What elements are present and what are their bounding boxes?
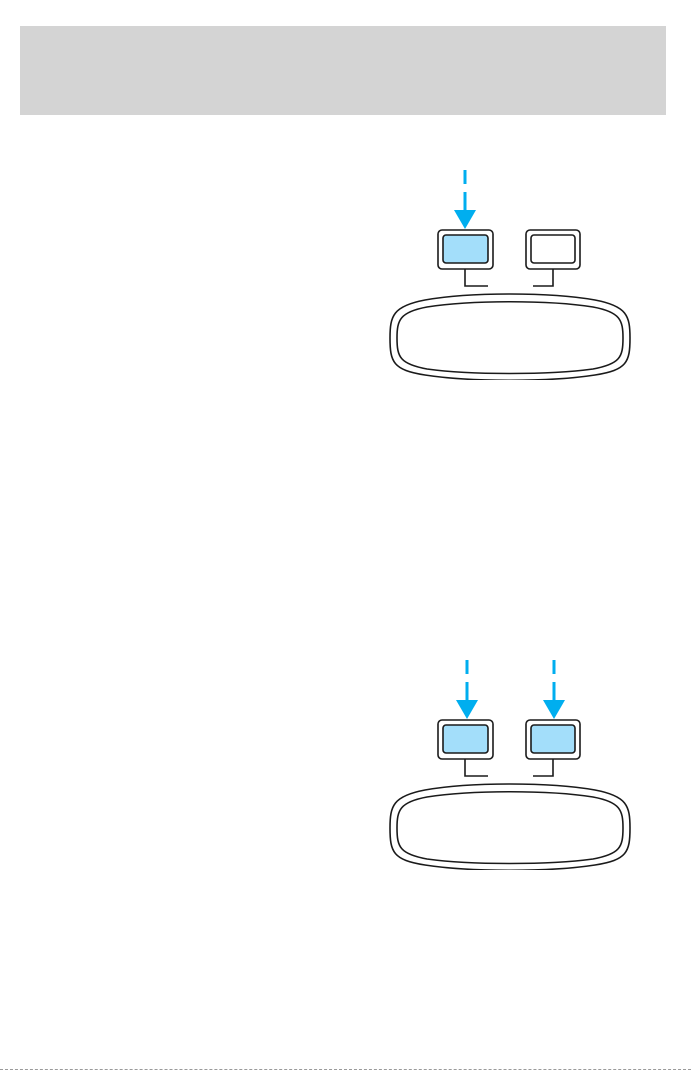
rearview-mirror bbox=[390, 294, 630, 380]
mirror-button-left-pressed bbox=[438, 720, 493, 759]
press-arrow-left bbox=[454, 170, 476, 229]
mirror-illustration-2 bbox=[380, 650, 640, 870]
press-arrow-left bbox=[456, 660, 478, 719]
mirror-illustration-1 bbox=[380, 160, 640, 380]
mirror-button-left-pressed bbox=[438, 230, 493, 269]
mirror-figure-one-button bbox=[380, 160, 640, 380]
connector-left bbox=[465, 759, 488, 776]
page-bottom-rule bbox=[0, 1069, 691, 1070]
mirror-figure-two-buttons bbox=[380, 650, 640, 870]
mirror-button-right-pressed bbox=[526, 720, 580, 759]
connector-left bbox=[465, 269, 488, 286]
header-band bbox=[20, 26, 666, 115]
rearview-mirror bbox=[390, 784, 630, 870]
connector-right bbox=[533, 269, 553, 286]
mirror-button-right bbox=[526, 230, 580, 269]
connector-right bbox=[533, 759, 553, 776]
press-arrow-right bbox=[543, 660, 565, 719]
